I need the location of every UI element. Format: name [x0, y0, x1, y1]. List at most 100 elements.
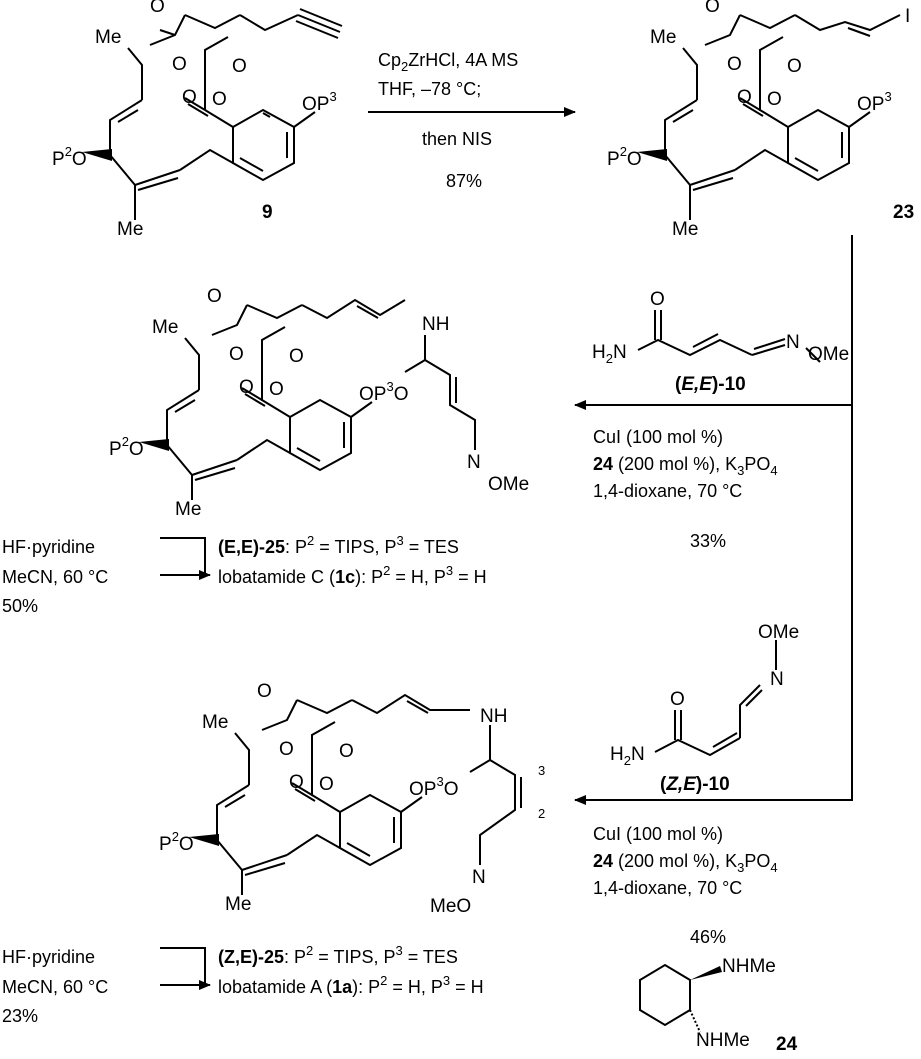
svg-text:Cp2ZrHCl, 4A MS: Cp2ZrHCl, 4A MS	[378, 50, 518, 74]
svg-text:O: O	[172, 54, 187, 75]
deprot-bracket-2	[160, 947, 206, 986]
svg-text:O: O	[767, 89, 782, 110]
svg-text:O: O	[727, 54, 742, 75]
svg-text:O: O	[207, 286, 222, 307]
svg-text:23%: 23%	[2, 1006, 38, 1026]
svg-text:NH: NH	[422, 314, 449, 335]
svg-text:OP3O: OP3O	[359, 379, 408, 405]
svg-text:50%: 50%	[2, 596, 38, 616]
svg-text:P2O: P2O	[607, 144, 642, 170]
oxime-ZE-10-structure	[654, 640, 777, 757]
oxime-EE-10-label: (E,E)-10	[675, 374, 746, 395]
wedge-bond	[82, 149, 112, 161]
svg-text:OMe: OMe	[758, 622, 799, 643]
svg-text:O: O	[232, 56, 247, 77]
svg-text:(E,E)-25: P2 = TIPS, P3 = TES: (E,E)-25: P2 = TIPS, P3 = TES	[218, 533, 459, 557]
svg-text:MeO: MeO	[430, 896, 471, 917]
step3-conditions: CuI (100 mol %) 24 (200 mol %), K3PO4 1,…	[593, 824, 778, 947]
deprot-bracket-1	[160, 537, 206, 576]
svg-text:Me: Me	[202, 712, 228, 733]
svg-text:33%: 33%	[690, 531, 726, 551]
svg-text:P2O: P2O	[159, 829, 194, 855]
svg-text:2: 2	[538, 806, 545, 821]
compound-ZE-25-atom-labels: O Me O O O O OP3O P2O Me NH N MeO 3 2	[159, 681, 545, 917]
arrow-23-to-ZE25	[574, 405, 853, 805]
svg-text:OP3O: OP3O	[409, 774, 458, 800]
svg-text:Me: Me	[152, 317, 178, 338]
svg-text:Me: Me	[117, 219, 143, 240]
compound-EE-25-structure	[166, 298, 476, 500]
svg-text:HF·pyridine: HF·pyridine	[2, 947, 95, 967]
wedge-bond	[139, 439, 169, 451]
svg-text:H2N: H2N	[610, 744, 645, 768]
svg-text:46%: 46%	[690, 927, 726, 947]
svg-text:CuI (100 mol %): CuI (100 mol %)	[593, 824, 723, 844]
svg-text:lobatamide A (1a): P2 = H, P3: lobatamide A (1a): P2 = H, P3 = H	[218, 973, 484, 997]
step1-conditions: Cp2ZrHCl, 4A MS THF, –78 °C; then NIS 87…	[378, 50, 518, 191]
compound-23-label: 23	[893, 202, 914, 223]
compound-23-atom-labels: O Me O O O O OP3 P2O Me I	[607, 0, 910, 240]
oxime-ZE-10-label: (Z,E)-10	[660, 774, 730, 795]
svg-text:O: O	[787, 56, 802, 77]
svg-text:Me: Me	[225, 894, 251, 915]
compound-9-structure	[109, 8, 343, 220]
svg-text:Me: Me	[95, 27, 121, 48]
svg-text:Me: Me	[175, 499, 201, 520]
svg-text:O: O	[229, 344, 244, 365]
svg-text:NHMe: NHMe	[696, 1030, 750, 1051]
wedge-bond	[189, 834, 219, 846]
oxime-ZE-10-atom-labels: OMe N O H2N	[610, 622, 799, 768]
compound-24-label: 24	[776, 1034, 798, 1055]
svg-text:O: O	[737, 87, 752, 108]
svg-text:O: O	[319, 774, 334, 795]
svg-text:H2N: H2N	[592, 342, 627, 366]
svg-text:O: O	[705, 0, 720, 17]
oxime-EE-10-structure	[637, 310, 821, 363]
svg-text:HF·pyridine: HF·pyridine	[2, 537, 95, 557]
svg-text:NHMe: NHMe	[722, 956, 776, 977]
svg-text:N: N	[770, 669, 784, 690]
svg-text:OMe: OMe	[488, 474, 529, 495]
svg-text:OP3: OP3	[302, 89, 337, 115]
svg-text:I: I	[905, 6, 910, 27]
svg-text:O: O	[279, 739, 294, 760]
compound-9-label: 9	[262, 202, 273, 223]
svg-text:MeCN, 60 °C: MeCN, 60 °C	[2, 977, 108, 997]
svg-text:1,4-dioxane, 70 °C: 1,4-dioxane, 70 °C	[593, 481, 742, 501]
svg-text:P2O: P2O	[52, 144, 87, 170]
svg-text:1,4-dioxane, 70 °C: 1,4-dioxane, 70 °C	[593, 878, 742, 898]
svg-text:(Z,E)-25: P2 = TIPS, P3 = TES: (Z,E)-25: P2 = TIPS, P3 = TES	[218, 943, 458, 967]
svg-text:O: O	[212, 89, 227, 110]
svg-text:O: O	[650, 289, 665, 310]
svg-text:O: O	[257, 681, 272, 702]
svg-text:MeCN, 60 °C: MeCN, 60 °C	[2, 567, 108, 587]
svg-text:Me: Me	[650, 27, 676, 48]
svg-text:CuI (100 mol %): CuI (100 mol %)	[593, 427, 723, 447]
deprotection-2: HF·pyridine MeCN, 60 °C 23% (Z,E)-25: P2…	[2, 943, 484, 1026]
svg-text:24 (200 mol %), K3PO4: 24 (200 mol %), K3PO4	[593, 851, 778, 875]
svg-text:N: N	[467, 452, 481, 473]
svg-text:P2O: P2O	[109, 434, 144, 460]
svg-text:O: O	[670, 689, 685, 710]
compound-24-structure	[639, 963, 691, 1027]
svg-text:then NIS: then NIS	[422, 129, 492, 149]
svg-text:OMe: OMe	[808, 344, 849, 365]
svg-text:3: 3	[538, 763, 545, 778]
svg-text:O: O	[289, 346, 304, 367]
svg-text:lobatamide C (1c): P2 = H, P3: lobatamide C (1c): P2 = H, P3 = H	[218, 563, 487, 587]
step2-conditions: CuI (100 mol %) 24 (200 mol %), K3PO4 1,…	[593, 427, 778, 551]
svg-text:O: O	[150, 0, 165, 17]
svg-text:87%: 87%	[446, 171, 482, 191]
svg-text:O: O	[269, 379, 284, 400]
compound-ZE-25-structure	[216, 693, 522, 895]
svg-text:O: O	[339, 741, 354, 762]
compound-24-atom-labels: NHMe NHMe	[696, 956, 776, 1051]
oxime-EE-10-atom-labels: O H2N N OMe	[592, 289, 849, 366]
hash-bond	[689, 1009, 701, 1033]
svg-text:NH: NH	[480, 706, 507, 727]
svg-text:O: O	[289, 772, 304, 793]
wedge-bond	[690, 966, 722, 980]
svg-text:OP3: OP3	[857, 89, 892, 115]
svg-text:Me: Me	[672, 219, 698, 240]
